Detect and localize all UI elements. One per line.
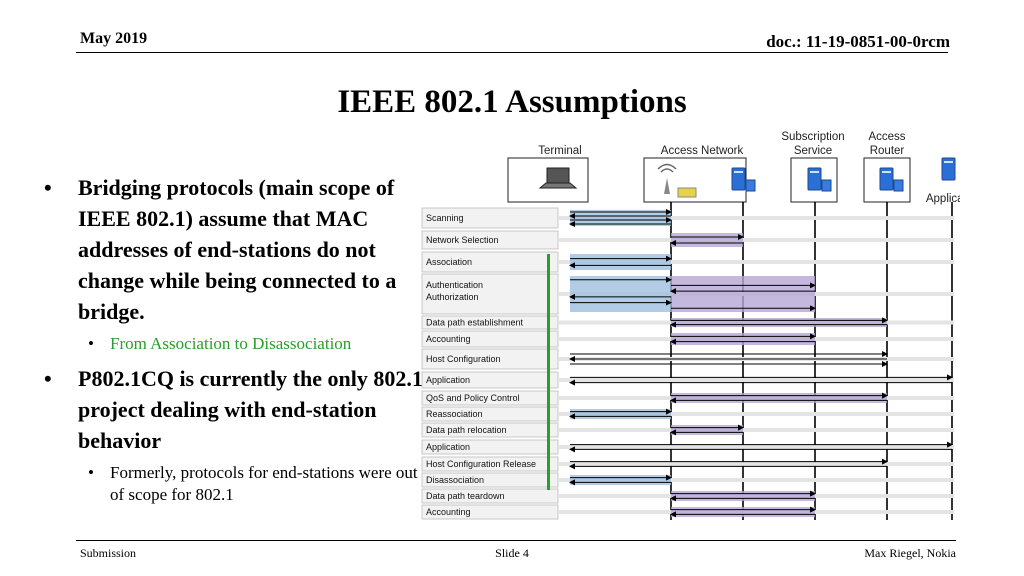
purple-band [671, 393, 887, 403]
phase-label: Data path establishment [426, 318, 524, 328]
bullet-2: •P802.1CQ is currently the only 802.1 pr… [44, 366, 423, 453]
blue-band [570, 276, 671, 312]
bullet-1-text: Bridging protocols (main scope of IEEE 8… [78, 175, 397, 324]
purple-band [671, 333, 815, 345]
server-icon [882, 171, 891, 173]
purple-band [671, 276, 815, 312]
footer-author: Max Riegel, Nokia [864, 546, 956, 560]
phase-label: QoS and Policy Control [426, 393, 520, 403]
purple-band [671, 491, 815, 501]
phase-label: Host Configuration [426, 354, 501, 364]
server-icon [879, 167, 894, 191]
phase-band [558, 462, 954, 466]
footer-divider [76, 540, 956, 541]
phase-label: Data path teardown [426, 491, 505, 501]
blue-band [570, 254, 671, 270]
laptop-icon [538, 182, 578, 189]
database-icon [821, 179, 832, 192]
wifi-ap-icon [664, 178, 670, 194]
blue-band [570, 210, 671, 226]
server-icon [734, 171, 743, 173]
purple-band [671, 425, 743, 435]
phase-row [421, 273, 559, 315]
header-doc-id: doc.: 11-19-0851-00-0rcm [766, 32, 950, 51]
phase-label: Disassociation [426, 475, 484, 485]
phase-band [558, 378, 954, 382]
phase-label: Authorization [426, 292, 479, 302]
bullet-2-text: P802.1CQ is currently the only 802.1 pro… [78, 366, 423, 453]
phase-band [558, 216, 954, 220]
server-icon [731, 167, 746, 191]
phase-label: Host Configuration Release [426, 459, 536, 469]
server-icon [944, 161, 953, 163]
phase-band [558, 412, 954, 416]
sub-bullet-2-text: Formerly, protocols for end-stations wer… [110, 463, 418, 504]
slide-title: IEEE 802.1 Assumptions [337, 84, 687, 120]
phase-label: Accounting [426, 507, 471, 517]
blue-band [570, 475, 671, 485]
phase-band [558, 428, 954, 432]
phase-band [558, 260, 954, 264]
phase-label: Application [426, 442, 470, 452]
database-icon [893, 179, 904, 192]
server-icon [941, 157, 956, 181]
wifi-ap-icon [657, 163, 677, 170]
phase-label: Association [426, 257, 472, 267]
entity-label: Service [794, 145, 832, 157]
purple-band [671, 233, 743, 247]
laptop-icon [546, 167, 570, 184]
footer-submission: Submission [80, 546, 137, 560]
blue-band [570, 409, 671, 419]
footer-slide-number: Slide 4 [495, 546, 529, 560]
phase-label: Accounting [426, 334, 471, 344]
entity-label: Access [868, 131, 905, 143]
association-bracket [547, 254, 550, 490]
phase-label: Authentication [426, 280, 483, 290]
database-icon [745, 179, 756, 192]
sub-bullet-1-text: From Association to Disassociation [110, 334, 352, 353]
phase-label: Reassociation [426, 409, 483, 419]
phase-band [558, 238, 954, 242]
phase-label: Data path relocation [426, 425, 507, 435]
purple-band [671, 318, 887, 327]
phase-band [558, 478, 954, 482]
sub-bullet-2: •Formerly, protocols for end-stations we… [88, 463, 418, 504]
phase-band [558, 445, 954, 449]
server-icon [807, 167, 822, 191]
entity-label: Application [926, 193, 960, 205]
server-icon [810, 171, 819, 173]
phase-label: Application [426, 375, 470, 385]
bullet-list: •Bridging protocols (main scope of IEEE … [44, 172, 424, 514]
purple-band [671, 507, 815, 517]
sequence-diagram: Terminal Access Network SubscriptionServic… [421, 131, 960, 520]
entity-label: Terminal [538, 145, 581, 157]
switch-icon [677, 187, 697, 198]
bullet-1: •Bridging protocols (main scope of IEEE … [44, 175, 397, 324]
header-divider [76, 52, 948, 53]
entity-label: Router [870, 145, 905, 157]
header-date: May 2019 [80, 30, 148, 47]
phase-label: Scanning [426, 213, 464, 223]
entity-label: Subscription [781, 131, 844, 143]
sub-bullet-1: •From Association to Disassociation [88, 334, 352, 353]
wifi-ap-icon [660, 168, 674, 173]
entity-label: Access Network [661, 145, 744, 157]
phase-label: Network Selection [426, 235, 499, 245]
